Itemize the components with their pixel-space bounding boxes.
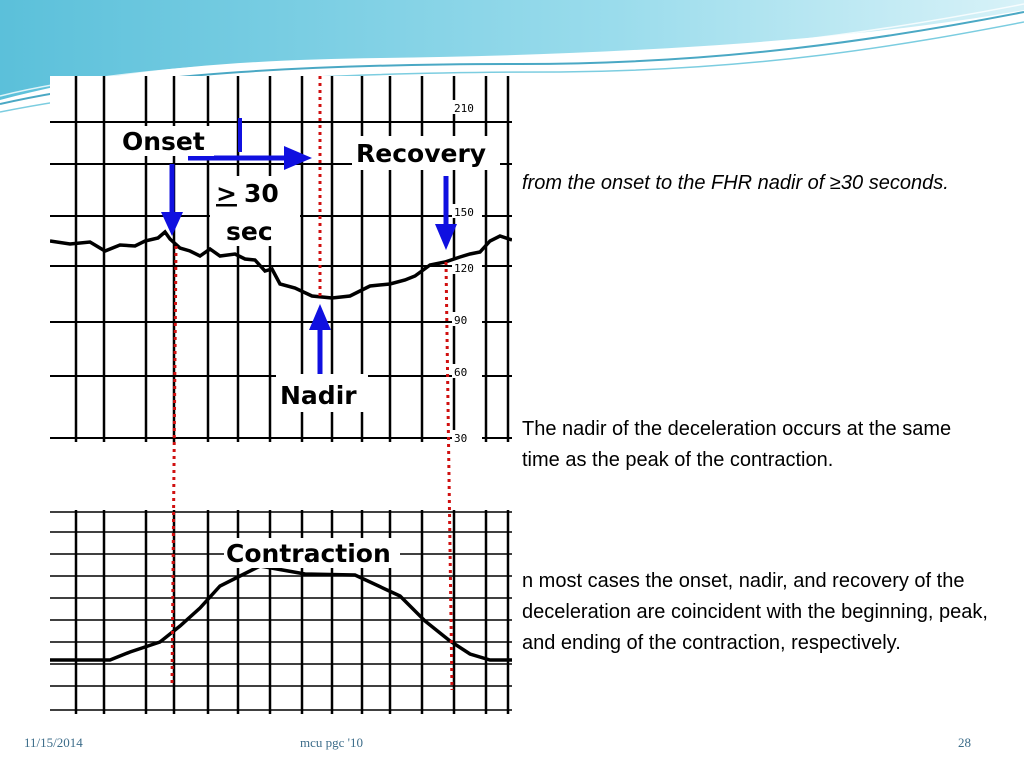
nadir-label: Nadir [280, 381, 357, 410]
duration-value-label: 30 [244, 179, 279, 208]
dotted-guide-lines [170, 76, 454, 691]
recovery-label: Recovery [356, 139, 486, 168]
fhr-tick-label: 150 [454, 206, 474, 219]
onset-down-arrow [161, 164, 183, 236]
recovery-down-arrow [435, 176, 457, 250]
coincident-timing-text: n most cases the onset, nadir, and recov… [522, 570, 988, 654]
footer-center-text: mcu pgc '10 [300, 735, 363, 750]
contraction-label: Contraction [226, 539, 391, 568]
fhr-tick-label: 120 [454, 262, 474, 275]
fhr-tick-label: 60 [454, 366, 467, 379]
fhr-axis-tick-labels: 210 150 120 90 60 30 [452, 100, 482, 445]
onset-guide-line [170, 245, 178, 687]
contraction-grid-panel [50, 506, 512, 716]
fhr-trace-line [50, 229, 512, 300]
footer-page-number: 28 [958, 735, 971, 750]
onset-label: Onset [122, 127, 205, 156]
onset-to-nadir-text: from the onset to the FHR nadir of ≥30 s… [522, 172, 949, 194]
nadir-up-arrow [309, 304, 331, 378]
fhr-tick-label: 210 [454, 102, 474, 115]
fhr-deceleration-diagram: 210 150 120 90 60 30 [50, 76, 512, 716]
duration-symbol-label: > [216, 179, 237, 208]
duration-right-arrow [188, 146, 312, 170]
fhr-tick-label: 30 [454, 432, 467, 445]
fhr-tick-label: 90 [454, 314, 467, 327]
annotation-arrows [161, 118, 457, 378]
nadir-peak-text: The nadir of the deceleration occurs at … [522, 418, 952, 471]
duration-unit-label: sec [226, 217, 273, 246]
footer-date: 11/15/2014 [24, 735, 83, 750]
recovery-guide-line [444, 261, 454, 691]
